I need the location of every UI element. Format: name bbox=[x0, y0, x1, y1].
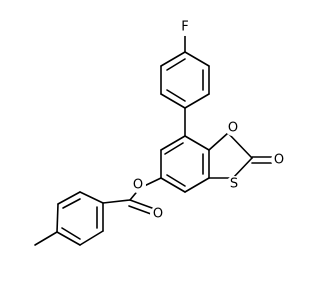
carbonyl-oxygen-left-atom: O bbox=[150, 206, 166, 222]
fluorine-label: F bbox=[181, 20, 188, 35]
structure-diagram: F O O S O O bbox=[34, 19, 287, 246]
bond bbox=[164, 142, 184, 155]
bond bbox=[34, 231, 58, 246]
ester-oxygen-label: O bbox=[133, 178, 143, 193]
label-backdrop bbox=[130, 177, 146, 193]
bond bbox=[160, 93, 186, 109]
label-backdrop bbox=[150, 206, 166, 222]
molecule-canvas: F O O S O O bbox=[34, 19, 287, 246]
bond bbox=[184, 135, 210, 151]
label-backdrop bbox=[271, 152, 287, 168]
bond bbox=[166, 58, 186, 71]
label-backdrop bbox=[225, 120, 241, 136]
ester-oxygen-atom: O bbox=[130, 177, 146, 193]
sulfur-atom: S bbox=[226, 176, 242, 192]
fluorine-atom: F bbox=[177, 20, 193, 36]
bond bbox=[56, 231, 81, 246]
bond bbox=[184, 51, 210, 67]
bond bbox=[129, 199, 153, 209]
bond bbox=[160, 135, 186, 151]
carbonyl-oxygen-left-label: O bbox=[153, 207, 163, 222]
bond bbox=[160, 177, 186, 193]
bond bbox=[160, 51, 186, 67]
bond bbox=[232, 157, 253, 179]
bonds bbox=[34, 35, 273, 246]
bond bbox=[184, 93, 210, 109]
bond bbox=[62, 198, 81, 209]
bond bbox=[56, 203, 59, 233]
bond bbox=[79, 230, 104, 246]
ring-oxygen-label: O bbox=[228, 121, 238, 136]
atom-labels: F O O S O O bbox=[130, 20, 287, 222]
label-backdrop bbox=[226, 176, 242, 192]
bond bbox=[166, 89, 186, 102]
bond bbox=[227, 132, 253, 159]
label-backdrop bbox=[177, 20, 193, 36]
ring-oxygen-atom: O bbox=[225, 120, 241, 136]
bond bbox=[166, 174, 186, 187]
bond bbox=[208, 132, 229, 151]
bond bbox=[79, 191, 104, 204]
carbonyl-oxygen-right-atom: O bbox=[271, 152, 287, 168]
bond bbox=[128, 205, 152, 215]
sulfur-label: S bbox=[230, 177, 238, 192]
bond bbox=[57, 191, 81, 205]
carbonyl-oxygen-right-label: O bbox=[274, 153, 284, 168]
bond bbox=[61, 227, 81, 240]
bond bbox=[102, 199, 131, 204]
bond bbox=[184, 177, 210, 193]
